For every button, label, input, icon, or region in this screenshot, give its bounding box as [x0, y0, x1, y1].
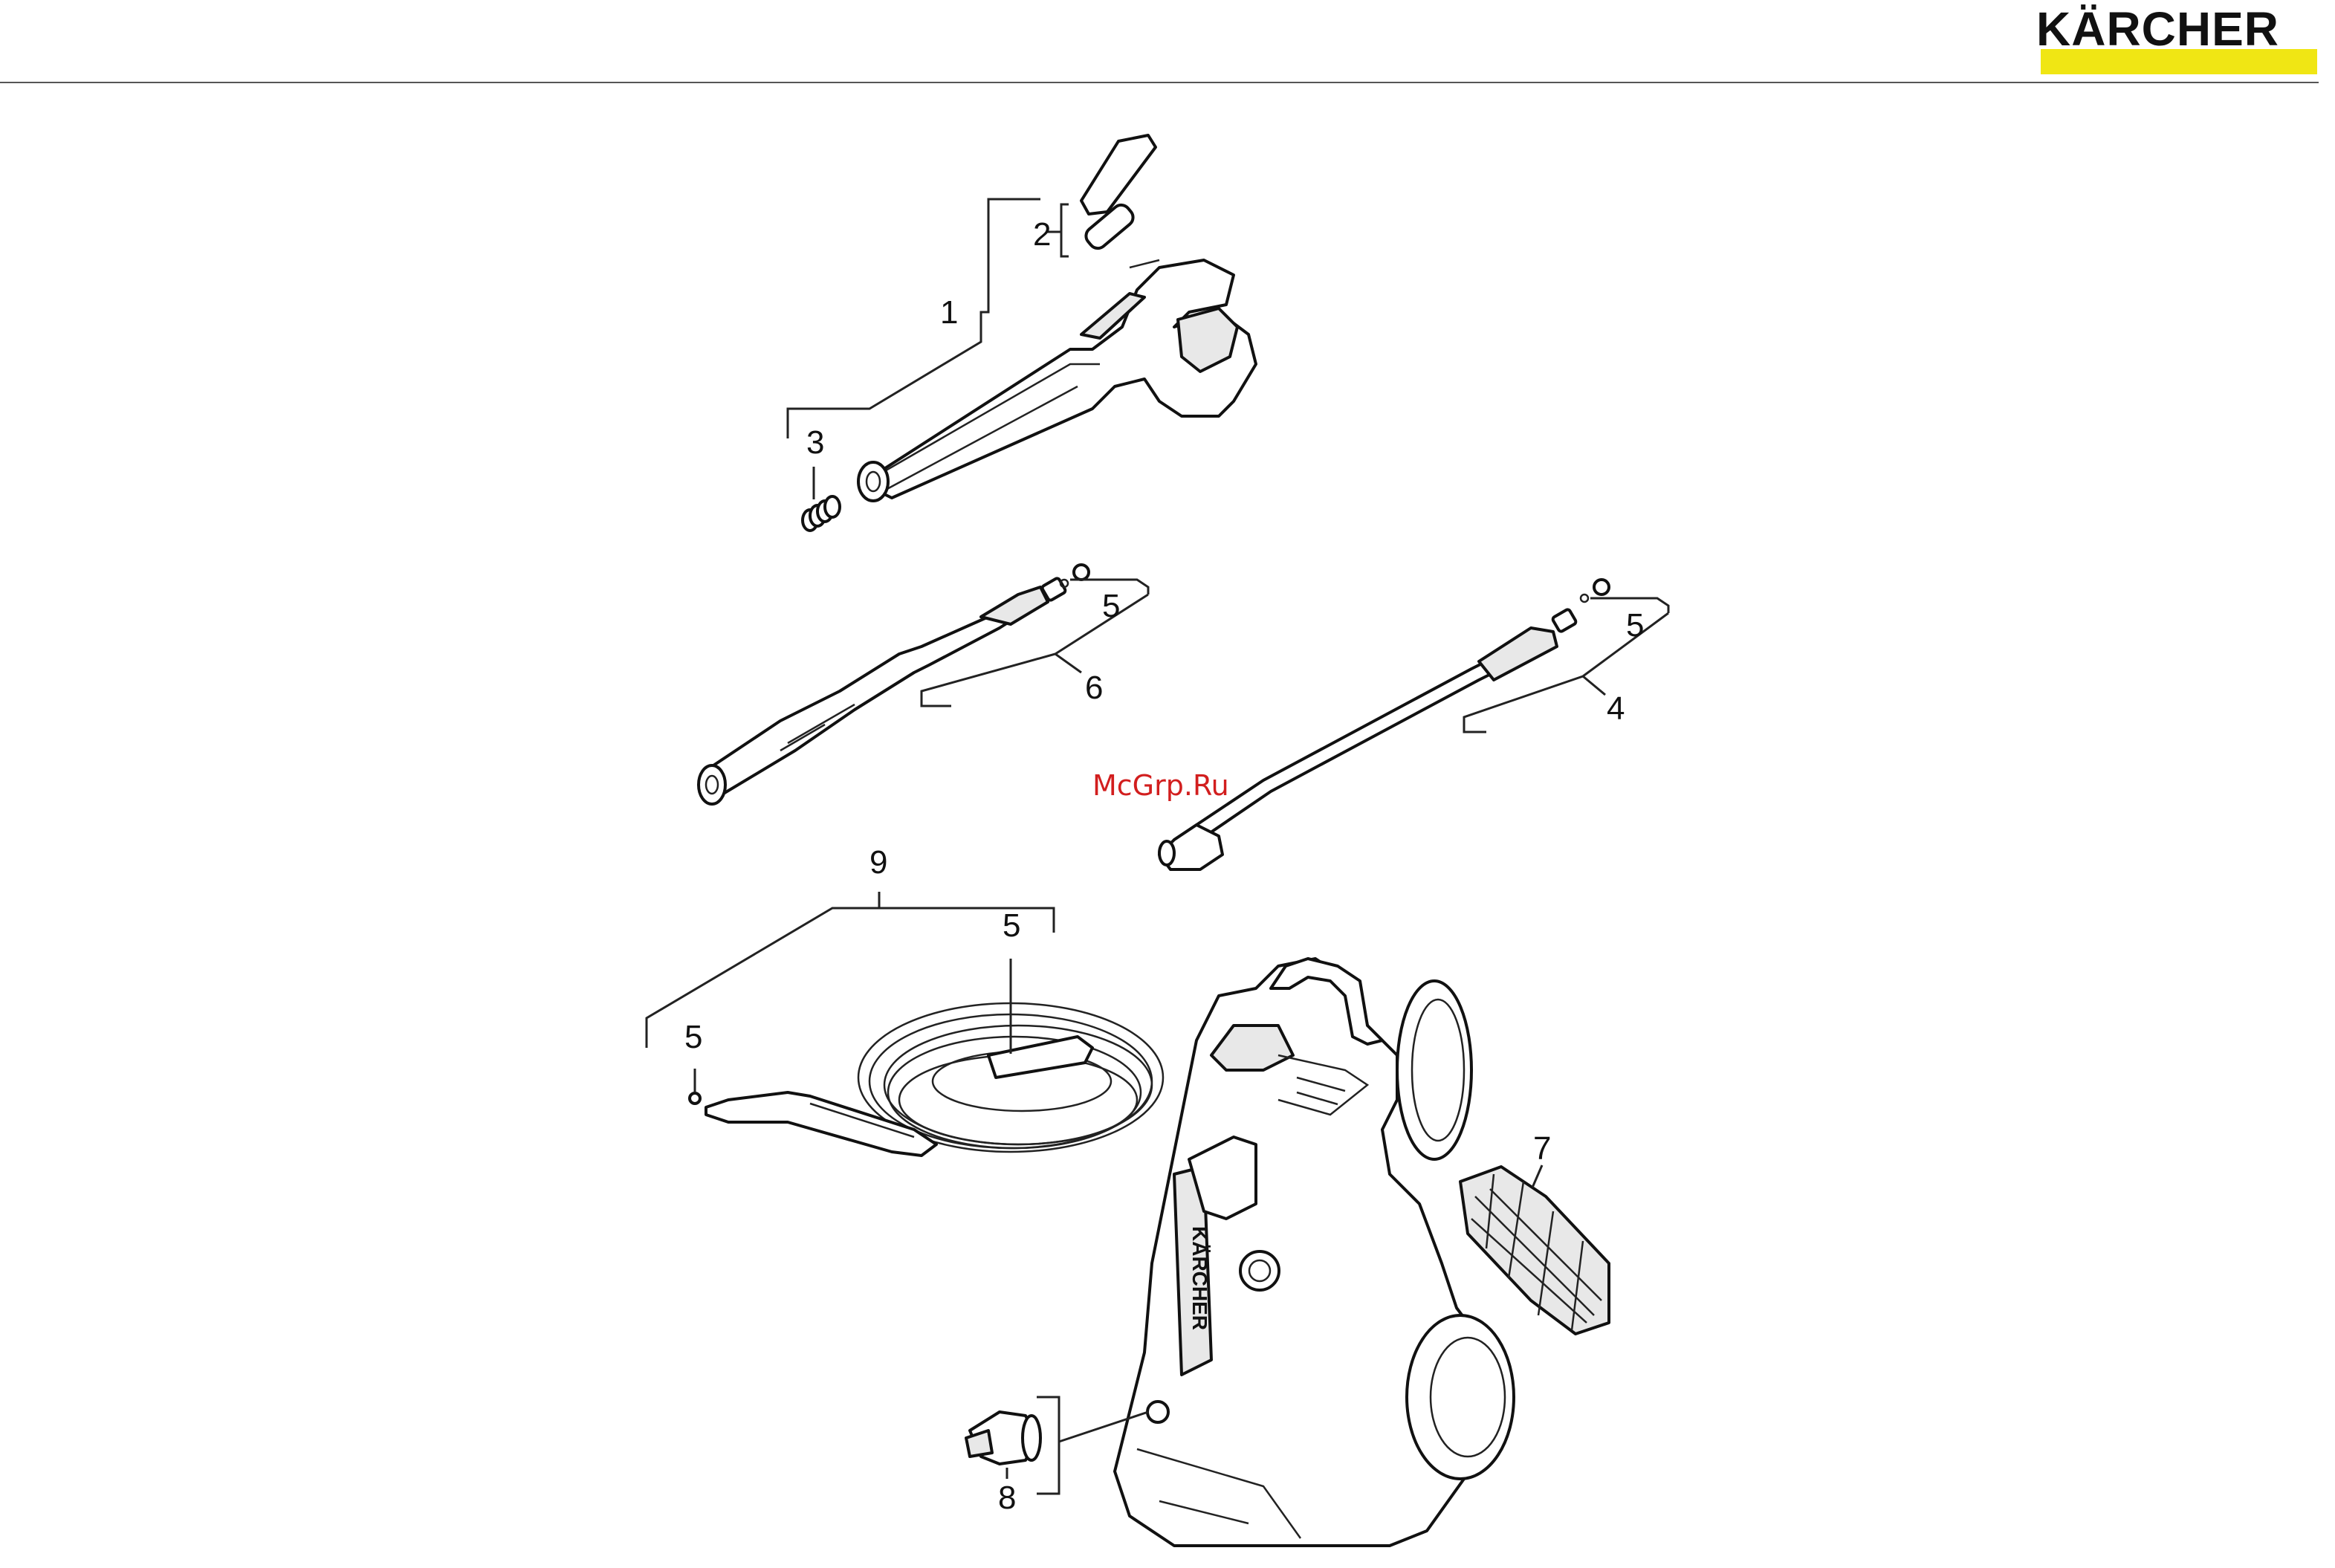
device-brand-label: KÄRCHER: [1188, 1226, 1211, 1330]
callout-2: 2: [1033, 216, 1051, 253]
coupling-part-8: [966, 1412, 1040, 1464]
callout-5-hose-coupling: 5: [1003, 907, 1020, 944]
lance-part-6: [699, 577, 1066, 804]
hose-part-9: [690, 1003, 1163, 1156]
clip-part-2: [1081, 135, 1156, 252]
callout-5-hose-end: 5: [684, 1019, 702, 1055]
callout-3: 3: [806, 424, 824, 461]
spring-part-3: [803, 496, 840, 531]
callout-9: 9: [869, 844, 887, 881]
filter-mesh-part-7: [1460, 1167, 1609, 1334]
callout-5-lance-4: 5: [1626, 607, 1644, 644]
watermark-text: McGrp.Ru: [1092, 769, 1229, 802]
callout-8: 8: [998, 1480, 1016, 1516]
callout-1: 1: [940, 294, 958, 331]
nozzle-oring-a: [1060, 565, 1089, 587]
callout-5-lance-6: 5: [1102, 588, 1120, 624]
leader-7: [1532, 1165, 1542, 1188]
pressure-washer-body: KÄRCHER: [1115, 959, 1514, 1546]
callout-7: 7: [1533, 1130, 1551, 1167]
callout-6: 6: [1085, 670, 1103, 706]
callout-4: 4: [1607, 690, 1625, 727]
lance-part-4: [1159, 609, 1577, 869]
